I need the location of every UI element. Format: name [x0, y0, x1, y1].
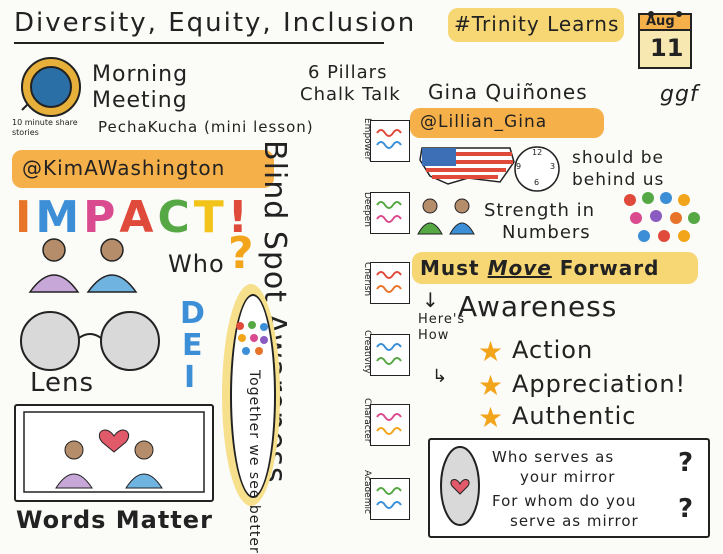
- morning-line2: Meeting: [92, 88, 188, 113]
- impact-letter: M: [35, 192, 82, 243]
- clock-digit-6: 6: [534, 178, 540, 187]
- dei-letter-i: I: [184, 360, 196, 395]
- kim-handle: @KimAWashington: [22, 156, 226, 180]
- signature: ggf: [660, 82, 699, 107]
- clock-icon: [18, 54, 84, 120]
- star-icon: ★: [478, 335, 504, 368]
- impact-letter: !: [227, 192, 250, 243]
- appreciation-text: Appreciation!: [512, 370, 687, 398]
- down-arrow-icon: ↓: [422, 288, 439, 312]
- gina-name: Gina Quiñones: [428, 80, 588, 104]
- title-equity: Equity,: [168, 8, 273, 38]
- clock-digit-3: 3: [550, 162, 556, 171]
- calendar-day: 11: [650, 34, 684, 62]
- pillar-card-creativity: [370, 334, 410, 376]
- impact-letter: A: [119, 192, 156, 243]
- pillar-card-deepen: [370, 192, 410, 234]
- calendar-icon: [636, 6, 694, 70]
- mirror-q1-mark: ?: [678, 448, 694, 478]
- authentic-text: Authentic: [512, 402, 637, 430]
- glasses-icon: [10, 306, 180, 376]
- crowd-icon: [618, 188, 706, 248]
- lens-text: Lens: [30, 368, 95, 398]
- clock-digit-9: 9: [516, 162, 522, 171]
- behind-line2: behind us: [572, 170, 665, 190]
- clock-digit-12: 12: [532, 148, 543, 157]
- curve-arrow-icon: ↳: [432, 366, 448, 387]
- impact-letter: I: [15, 192, 34, 243]
- who-text: Who: [168, 250, 225, 278]
- question-mark: ?: [228, 228, 254, 279]
- clock-face-icon: [512, 144, 562, 194]
- mirror-icon: [438, 444, 482, 528]
- mirror-q1-line1: Who serves as: [492, 448, 615, 466]
- morning-line1: Morning: [92, 62, 189, 87]
- strength-line1: Strength in: [484, 200, 595, 221]
- pillars-title-2: Chalk Talk: [300, 84, 401, 105]
- mirror-q2-line2: serve as mirror: [510, 512, 639, 530]
- move-word: Move: [487, 256, 552, 280]
- pillar-card-character: [370, 404, 410, 446]
- action-text: Action: [512, 336, 594, 364]
- mirror-q2-mark: ?: [678, 494, 694, 524]
- pillar-card-cherish: [370, 262, 410, 304]
- clock-caption: 10 minute share stories: [12, 118, 78, 137]
- us-flag-map-icon: [418, 142, 516, 188]
- mirror-q1-line2: your mirror: [520, 468, 616, 486]
- people-icon: [16, 232, 146, 302]
- calendar-month: Aug: [646, 14, 675, 29]
- strength-line2: Numbers: [502, 222, 591, 243]
- together-text: Together we see better: [246, 370, 262, 554]
- dei-letter-d: D: [180, 296, 205, 331]
- gina-handle-highlight: [410, 108, 604, 138]
- must-word: Must: [420, 256, 480, 280]
- pillar-card-academic: [370, 478, 410, 520]
- pillars-title-1: 6 Pillars: [308, 62, 388, 83]
- page-title: Diversity, Equity, Inclusion: [14, 8, 416, 38]
- title-underline: [14, 42, 384, 44]
- two-people-icon: [412, 196, 482, 236]
- dots-crowd-icon: [232, 318, 272, 362]
- hashtag-text: #Trinity Learns: [454, 12, 620, 36]
- star-icon: ★: [478, 401, 504, 434]
- kim-handle-highlight: [12, 150, 274, 188]
- must-move-highlight: [412, 252, 698, 284]
- title-diversity: Diversity,: [14, 8, 158, 38]
- friends-frame: [14, 404, 214, 502]
- heres-how-text: Here's How: [418, 312, 466, 343]
- title-inclusion: Inclusion: [282, 8, 417, 38]
- pechakucha-text: PechaKucha (mini lesson): [98, 118, 314, 136]
- hashtag-banner: [448, 8, 624, 42]
- gina-handle: @Lillian_Gina: [420, 112, 548, 132]
- behind-line1: should be: [572, 148, 664, 168]
- awareness-text: Awareness: [458, 290, 618, 323]
- impact-letter: T: [193, 192, 226, 243]
- star-icon: ★: [478, 369, 504, 402]
- impact-letter: P: [83, 192, 118, 243]
- mirror-q2-line1: For whom do you: [492, 492, 637, 510]
- impact-word: IMPACT!: [14, 192, 251, 243]
- pillar-card-empower: [370, 120, 410, 162]
- words-matter-text: Words Matter: [16, 506, 213, 534]
- dei-letter-e: E: [182, 328, 203, 363]
- impact-letter: C: [157, 192, 192, 243]
- forward-word: Forward: [559, 256, 660, 280]
- must-move-text: Must Move Forward: [420, 256, 659, 280]
